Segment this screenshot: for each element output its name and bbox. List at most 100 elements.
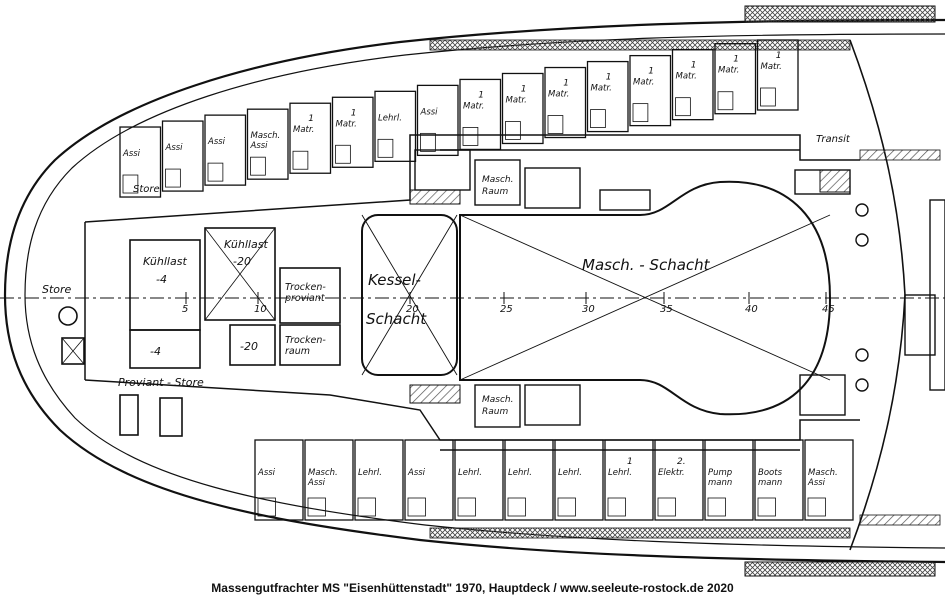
bunk	[207, 162, 224, 182]
label-proviant-store: Proviant - Store	[118, 376, 204, 389]
label-kessel-1: Kessel-	[368, 271, 421, 289]
cabin-label: Assi	[420, 107, 439, 117]
machinery-rooms	[414, 149, 945, 428]
label-small-a-temp: -4	[150, 345, 161, 358]
cabin-outline	[454, 439, 504, 521]
frame-number: 25	[500, 304, 513, 315]
cabin: Assi	[416, 84, 459, 157]
bunk	[292, 150, 309, 170]
cabin-label: Matr.	[293, 125, 314, 135]
bunk	[357, 497, 376, 517]
cabin-count: 1	[627, 457, 633, 467]
cabin: Lehrl.	[504, 439, 554, 521]
cabin-label: Matr.	[718, 66, 739, 76]
bunk	[122, 174, 139, 194]
frame-number: 5	[182, 304, 188, 315]
label-trockenproviant: Trocken-proviant	[284, 282, 326, 304]
room-labels: Store Store Kühllast -4 Kühllast -20 -4 …	[42, 134, 851, 417]
cabin-outline	[254, 439, 304, 521]
frame-number: 10	[254, 304, 267, 315]
cabin-label: Assi	[165, 143, 184, 153]
cabin-outline	[204, 114, 247, 186]
cabin-count: 1	[308, 114, 314, 124]
cabin: Masch.Assi	[804, 439, 854, 521]
engine-casing	[459, 180, 832, 416]
cabin-outline	[804, 439, 854, 521]
cabin-label: Elektr.	[658, 468, 685, 478]
cabin-label: Assi	[307, 478, 326, 488]
label-transit: Transit	[816, 134, 851, 145]
label-masch-raum-top-2: Raum	[482, 187, 508, 197]
cabin: Masch.Assi	[304, 439, 354, 521]
cabin-outline	[504, 439, 554, 521]
cabin-label: Boots	[758, 468, 783, 478]
cabin: 2.Elektr.	[654, 439, 704, 521]
bunk	[335, 144, 351, 164]
cabin-label: mann	[708, 478, 732, 488]
label-kuehllast-b: Kühllast	[224, 238, 268, 251]
label-kuehllast-a-temp: -4	[156, 273, 167, 286]
bunk	[760, 87, 776, 107]
provision-stores	[58, 227, 341, 437]
cabin: Assi	[204, 114, 247, 186]
label-masch-schacht: Masch. - Schacht	[582, 256, 711, 274]
bunk	[707, 497, 726, 517]
cabin-label: Assi	[122, 149, 141, 159]
cabin-label: Matr.	[548, 90, 569, 100]
bunk	[505, 121, 521, 140]
bunk	[632, 103, 649, 123]
label-kuehllast-b-temp: -20	[233, 255, 251, 268]
cabin-outline	[354, 439, 404, 521]
cabin-outline	[544, 66, 587, 139]
cabin-label: mann	[758, 478, 782, 488]
bunk	[657, 497, 676, 517]
cabin-label: Matr.	[591, 84, 612, 94]
bunk	[257, 497, 276, 517]
cabin-outline	[404, 439, 454, 521]
bunk	[250, 156, 266, 176]
cabin-outline	[304, 439, 354, 521]
cabin: Assi	[161, 120, 204, 192]
frame-number: 45	[822, 304, 835, 315]
cabin-label: Assi	[257, 468, 276, 478]
bunk	[407, 497, 426, 517]
label-small-b-temp: -20	[240, 340, 258, 353]
cabin-label: Assi	[407, 468, 426, 478]
label-store-upper: Store	[133, 184, 160, 195]
cabin-label: Assi	[207, 137, 226, 147]
label-kuehllast-a: Kühllast	[143, 255, 187, 268]
cabin-outline	[604, 439, 654, 521]
cabin: Assi	[119, 126, 162, 198]
bunk	[307, 497, 326, 517]
cabin-count: 1	[521, 84, 527, 94]
cabin: Masch.Assi	[246, 108, 289, 180]
cabin-count: 1	[648, 67, 654, 77]
cabin-label: Matr.	[506, 95, 527, 105]
cabin-outline	[416, 84, 459, 157]
cabin-outline	[331, 96, 374, 168]
cabin-label: Matr.	[761, 62, 782, 72]
label-masch-raum-top-1: Masch.	[482, 175, 513, 185]
cabin-outline	[671, 49, 714, 121]
cabin-label: Lehrl.	[608, 468, 632, 478]
label-masch-raum-bot-2: Raum	[482, 407, 508, 417]
cabin: Assi	[404, 439, 454, 521]
bunk	[507, 497, 526, 517]
cabin-count: 2.	[677, 457, 686, 467]
cabin-label: Matr.	[463, 101, 484, 111]
cabin-label: Pump	[708, 468, 732, 478]
bunk	[165, 168, 181, 188]
cabin: Lehrl.	[354, 439, 404, 521]
label-masch-raum-bot-1: Masch.	[482, 395, 513, 405]
cabin-label: Lehrl.	[378, 113, 402, 123]
bunk	[590, 109, 606, 128]
bunk	[607, 497, 626, 517]
